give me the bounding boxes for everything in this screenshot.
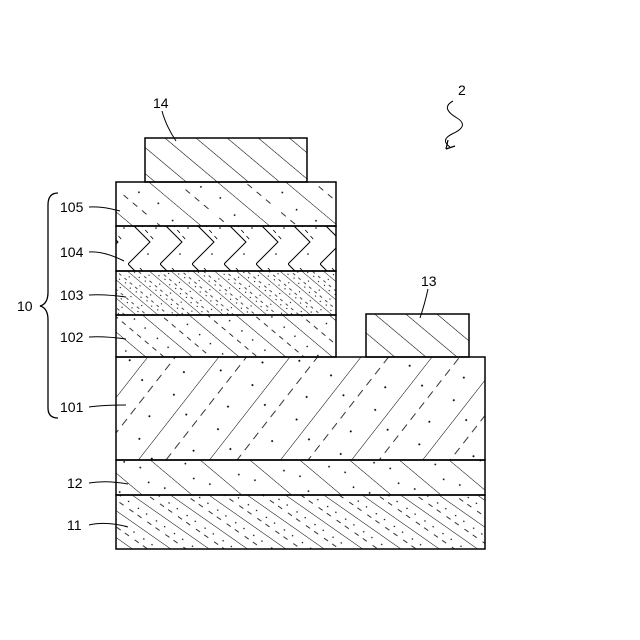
label-device: 2 xyxy=(458,82,466,98)
label-105: 105 xyxy=(60,199,84,215)
group-brace xyxy=(40,193,58,418)
layer-12 xyxy=(116,460,485,495)
label-11: 11 xyxy=(67,517,82,533)
device-arrow-head xyxy=(446,140,455,149)
label-103: 103 xyxy=(60,287,84,303)
layer-101 xyxy=(116,357,485,460)
label-102: 102 xyxy=(60,329,84,345)
electrode-13 xyxy=(366,314,469,357)
electrode-14 xyxy=(145,138,307,182)
label-12: 12 xyxy=(67,475,83,491)
layer-105 xyxy=(116,182,336,226)
layer-11-substrate xyxy=(116,495,485,549)
layer-104 xyxy=(116,226,336,271)
layer-102 xyxy=(116,315,336,357)
label-104: 104 xyxy=(60,244,84,260)
label-group-10: 10 xyxy=(17,298,33,314)
layer-103 xyxy=(116,271,336,315)
label-14: 14 xyxy=(153,95,169,111)
label-13: 13 xyxy=(421,273,437,289)
label-101: 101 xyxy=(60,399,84,415)
